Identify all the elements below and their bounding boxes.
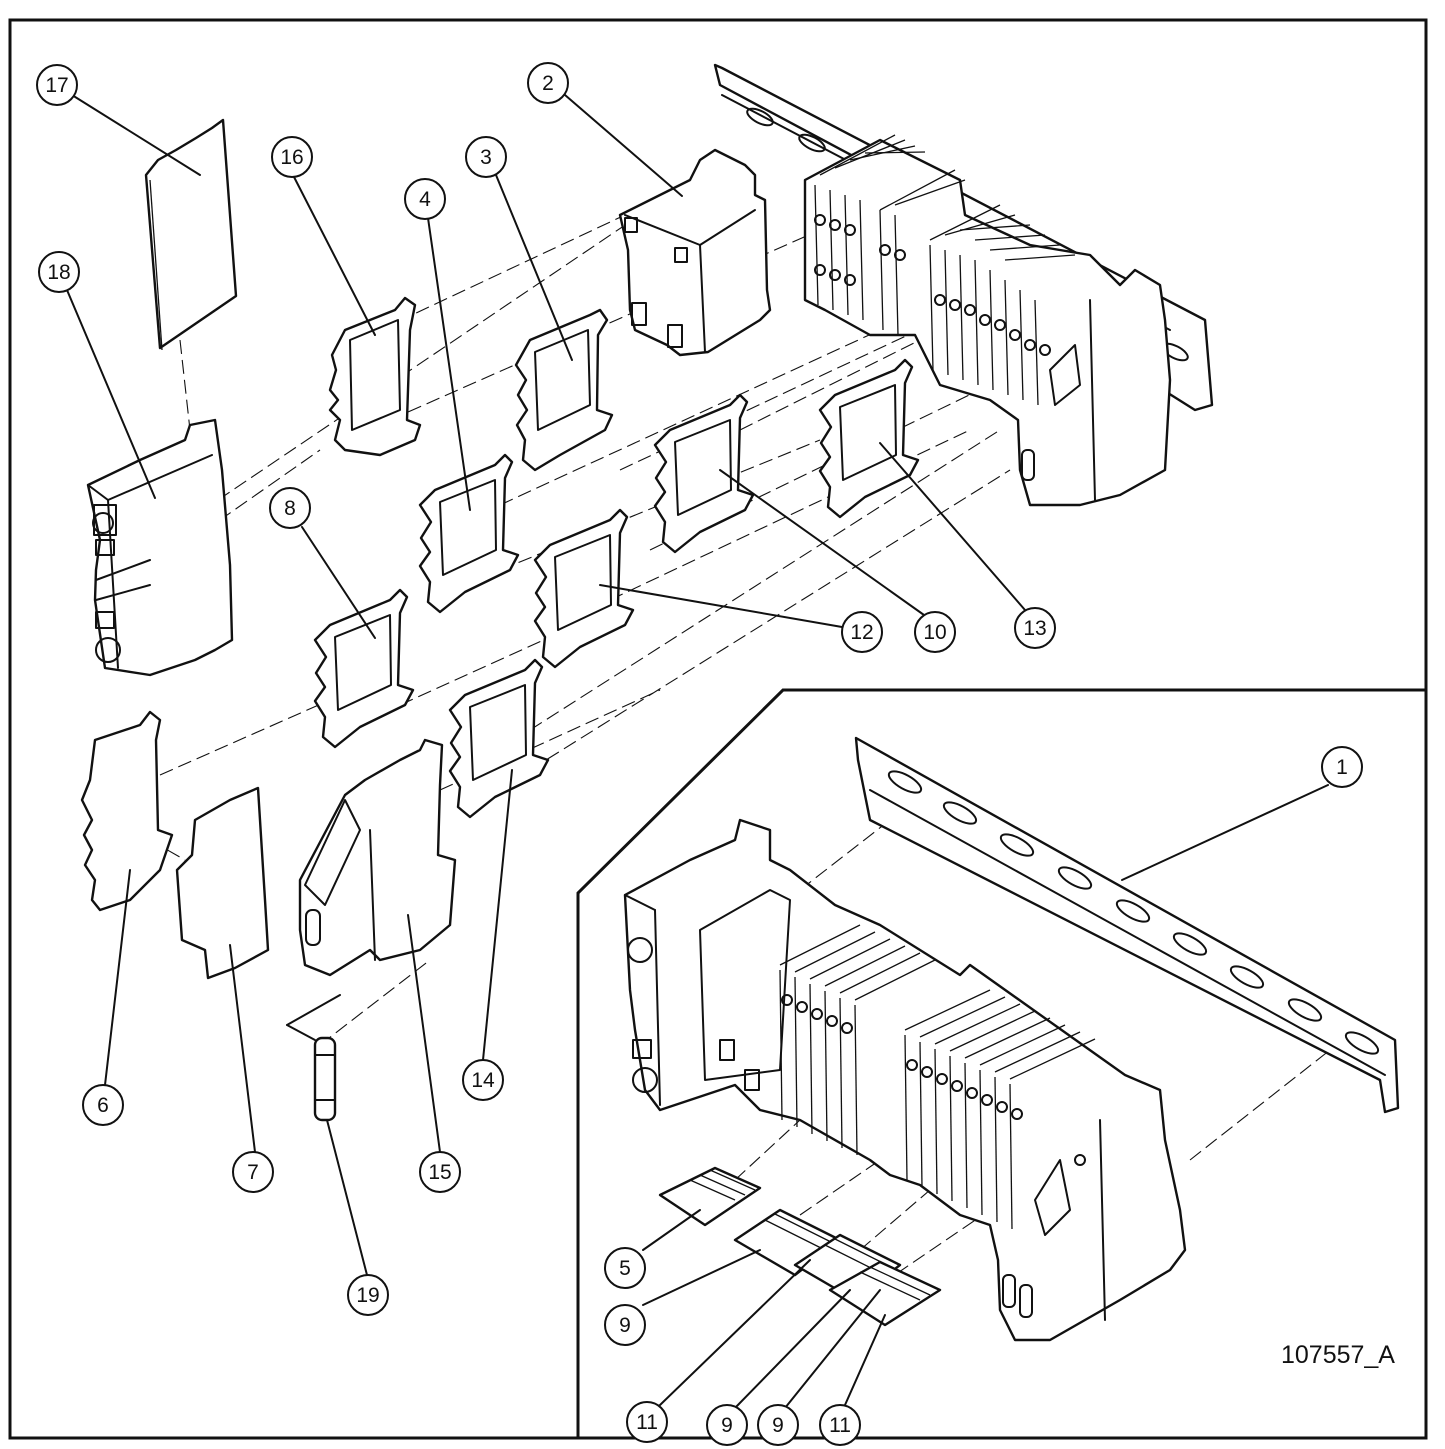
callout-17: 17 — [36, 64, 78, 106]
callout-label: 5 — [619, 1257, 631, 1280]
callout-label: 9 — [619, 1314, 631, 1337]
callout-9-right: 9 — [757, 1404, 799, 1446]
callout-15: 15 — [419, 1151, 461, 1193]
callout-11-right: 11 — [819, 1404, 861, 1446]
callout-label: 11 — [829, 1414, 851, 1437]
terminal-stack-main — [803, 134, 1172, 507]
part-10-terminal-block — [653, 393, 755, 554]
callout-9-left: 9 — [604, 1304, 646, 1346]
inset-panel-frame — [576, 688, 1426, 1438]
callout-label: 9 — [772, 1414, 784, 1437]
callout-13: 13 — [1014, 607, 1056, 649]
leader-lines — [66, 94, 1329, 1409]
callout-label: 11 — [636, 1411, 658, 1434]
din-rail-inset — [854, 736, 1400, 1114]
callout-label: 16 — [280, 146, 303, 169]
callout-balloons: 17 16 2 3 4 18 8 12 — [36, 62, 1363, 1446]
callout-label: 1 — [1336, 756, 1348, 779]
callout-label: 4 — [419, 188, 431, 211]
callout-label: 7 — [247, 1161, 259, 1184]
callout-label: 2 — [542, 72, 554, 95]
part-4-terminal-block — [418, 453, 520, 614]
callout-5: 5 — [604, 1247, 646, 1289]
callout-label: 10 — [923, 621, 946, 644]
callout-16: 16 — [271, 136, 313, 178]
part-19-fuse — [313, 1036, 337, 1122]
callout-19: 19 — [347, 1274, 389, 1316]
callout-label: 17 — [45, 74, 68, 97]
terminal-stack-inset — [623, 818, 1187, 1342]
callout-label: 8 — [284, 497, 296, 520]
callout-7: 7 — [232, 1151, 274, 1193]
part-18-end-module — [86, 418, 234, 677]
callout-8: 8 — [269, 487, 311, 529]
callout-14: 14 — [462, 1059, 504, 1101]
part-12-terminal-block — [533, 508, 635, 669]
callout-label: 14 — [471, 1069, 495, 1092]
jumper-bar-11 — [828, 1260, 942, 1327]
callout-label: 18 — [47, 261, 70, 284]
callout-10: 10 — [914, 611, 956, 653]
callout-label: 15 — [428, 1161, 451, 1184]
part-14-terminal-block — [448, 658, 550, 819]
callout-3: 3 — [465, 136, 507, 178]
part-16-terminal-block — [328, 296, 422, 457]
part-13-terminal-block — [818, 358, 920, 519]
drawing-id: 107557_A — [1281, 1341, 1395, 1369]
jumper-bar-5 — [658, 1166, 762, 1227]
callout-label: 3 — [480, 146, 492, 169]
callout-label: 12 — [850, 621, 873, 644]
callout-label: 6 — [97, 1094, 109, 1117]
part-8-terminal-block — [313, 588, 415, 749]
part-17-cover-plate — [144, 118, 238, 351]
callout-label: 9 — [721, 1414, 733, 1437]
part-15-fuse-terminal — [298, 738, 457, 977]
callout-label: 19 — [356, 1284, 379, 1307]
callout-11-left: 11 — [626, 1401, 668, 1443]
callout-9-middle: 9 — [706, 1404, 748, 1446]
callout-12: 12 — [841, 611, 883, 653]
part-7-partition-plate — [175, 786, 270, 980]
callout-4: 4 — [404, 178, 446, 220]
part-2-relay-base — [618, 148, 772, 357]
callout-2: 2 — [527, 62, 569, 104]
callout-6: 6 — [82, 1084, 124, 1126]
part-3-terminal-block — [514, 308, 614, 472]
callout-1: 1 — [1321, 746, 1363, 788]
callout-18: 18 — [38, 251, 80, 293]
callout-label: 13 — [1023, 617, 1046, 640]
part-6-end-plate — [80, 710, 174, 912]
